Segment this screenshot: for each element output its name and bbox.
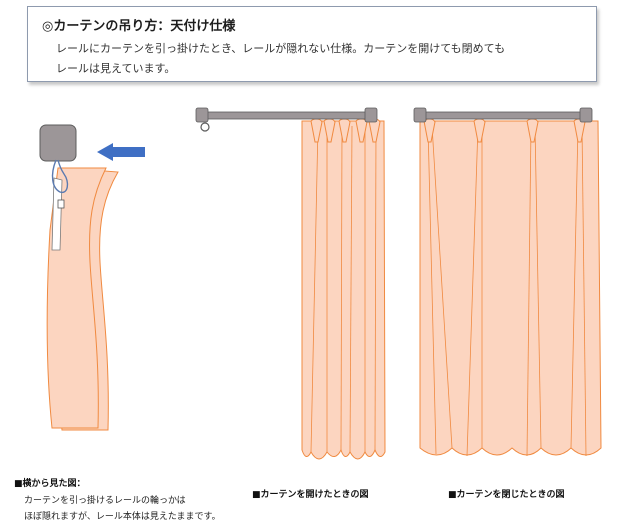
- open-rail-end-left: [195, 107, 209, 123]
- side-rail-bracket: [39, 124, 77, 162]
- side-curtain-front: [46, 167, 107, 429]
- side-view-diagram: [39, 124, 145, 431]
- open-rail-ring: [200, 122, 210, 132]
- info-title: ◎カーテンの吊り方：天付け仕様: [42, 19, 236, 34]
- open-curtain-body: [301, 120, 386, 460]
- closed-rail-end-right: [579, 107, 593, 123]
- info-line-2: レールは見えています。: [56, 62, 176, 75]
- info-line-1: レールにカーテンを引っ掛けたとき、レールが隠れない仕様。カーテンを開けても閉めて…: [56, 42, 506, 55]
- open-rail: [201, 111, 375, 120]
- closed-curtain-body: [419, 120, 602, 456]
- open-curtain-diagram: [195, 107, 386, 460]
- closed-pleat-lines: [427, 125, 587, 457]
- open-rail-end-right: [364, 107, 378, 123]
- side-liner: [51, 177, 63, 251]
- closed-curtain-diagram: [413, 107, 602, 457]
- open-pleat-heads: [310, 118, 381, 143]
- closed-caption: ■カーテンを閉じたときの図: [448, 490, 565, 500]
- closed-pleat-heads: [423, 118, 586, 143]
- side-hook: [51, 159, 69, 194]
- info-description: レールにカーテンを引っ掛けたとき、レールが隠れない仕様。カーテンを開けても閉めて…: [56, 39, 586, 79]
- closed-rail-end-left: [413, 107, 427, 123]
- open-pleat-lines: [310, 125, 377, 453]
- side-view-caption-line-2: ほぼ隠れますが、レール本体は見えたままです。: [24, 512, 221, 522]
- arrow-icon: [97, 143, 145, 161]
- info-box: ◎カーテンの吊り方：天付け仕様 レールにカーテンを引っ掛けたとき、レールが隠れな…: [27, 6, 597, 82]
- closed-rail: [417, 111, 589, 120]
- side-hook-clip: [57, 199, 65, 209]
- side-view-caption-line-1: カーテンを引っ掛けるレールの輪っかは: [24, 496, 186, 506]
- side-view-caption-title: ■横から見た図：: [14, 479, 86, 489]
- open-caption: ■カーテンを開けたときの図: [252, 490, 369, 500]
